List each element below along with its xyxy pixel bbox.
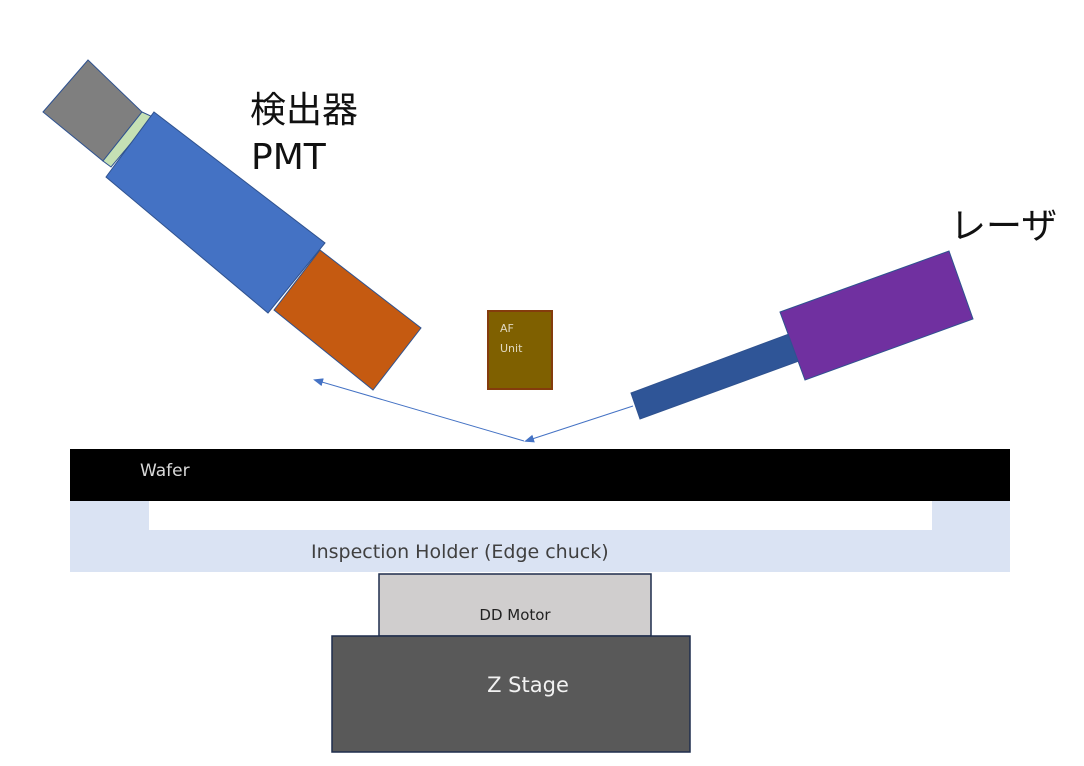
holder-recess <box>149 501 932 530</box>
detector-assembly <box>42 59 422 391</box>
incident-beam-arrow <box>524 405 634 443</box>
laser-body <box>779 250 974 381</box>
holder-label: Inspection Holder (Edge chuck) <box>311 541 609 563</box>
detector-body <box>105 111 326 314</box>
af-unit-label-line2: Unit <box>500 342 523 355</box>
af-unit-box <box>487 310 553 390</box>
z-stage-label: Z Stage <box>487 673 569 697</box>
detector-front-optics <box>273 249 422 391</box>
laser-tube <box>630 333 800 420</box>
wafer-label: Wafer <box>140 461 190 481</box>
detector-filter-ring <box>102 111 154 168</box>
detector-label-jp: 検出器 <box>250 90 358 131</box>
reflected-beam-arrow <box>313 378 525 442</box>
dd-motor-label: DD Motor <box>479 606 551 624</box>
laser-label: レーザ <box>950 206 1057 247</box>
wafer <box>70 449 1010 501</box>
af-unit-label-line1: AF <box>500 322 514 335</box>
detector-label-en: PMT <box>251 137 327 178</box>
z-stage <box>331 635 691 753</box>
dd-motor <box>378 573 652 637</box>
laser-assembly <box>630 250 974 420</box>
